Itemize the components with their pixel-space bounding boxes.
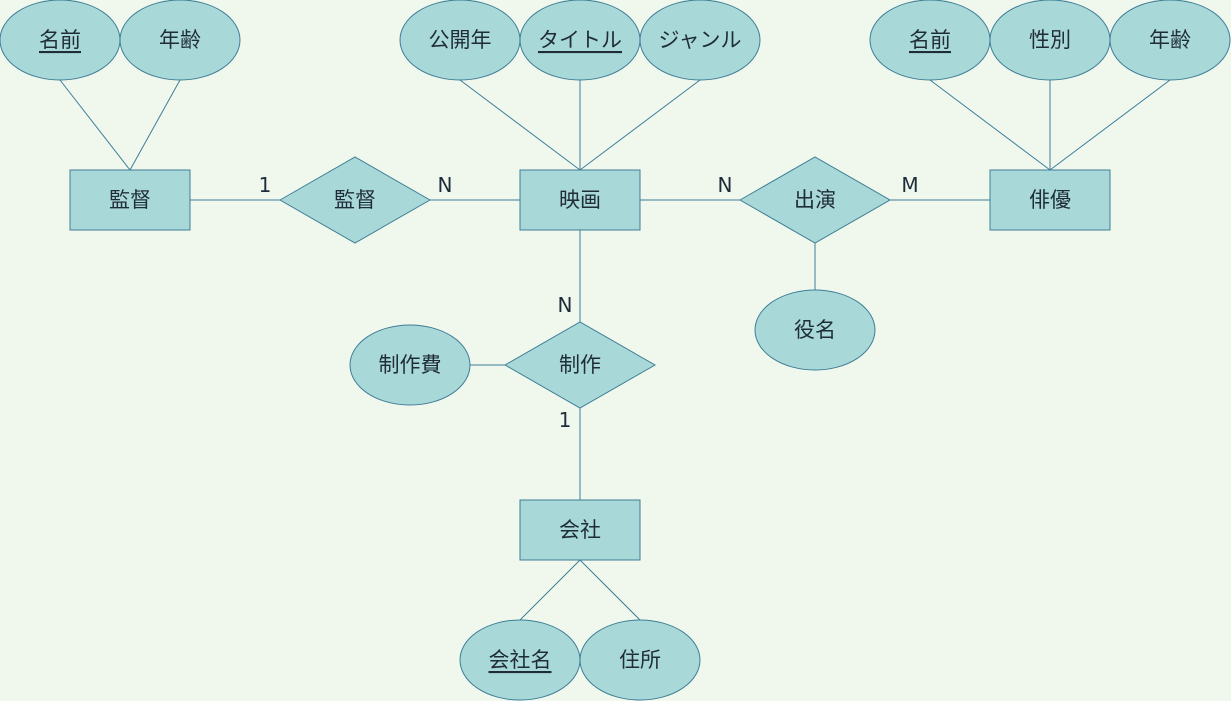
line-movie-genre — [579, 79, 701, 171]
cardinality-movie-directs: N — [438, 173, 453, 197]
cardinality-actor: M — [901, 173, 918, 197]
relationship-produces: 制作 — [503, 321, 657, 409]
line-actor-age — [1049, 79, 1171, 171]
attribute-role-name: 役名 — [754, 289, 876, 371]
attribute-label: タイトル — [538, 28, 622, 52]
attribute-actor-gender: 性別 — [989, 0, 1111, 81]
relationship-appears: 出演 — [738, 156, 892, 244]
cardinality-movie-appears: N — [718, 173, 733, 197]
attribute-actor-name: 名前 — [869, 0, 991, 81]
relationship-label: 制作 — [559, 353, 601, 377]
entity-label: 監督 — [109, 188, 151, 212]
cardinality-company: 1 — [559, 408, 572, 432]
cardinality-director: 1 — [259, 173, 272, 197]
entity-movie: 映画 — [519, 169, 641, 231]
attribute-label: 公開年 — [429, 28, 492, 52]
attribute-label: ジャンル — [659, 28, 742, 52]
attribute-company-address: 住所 — [579, 619, 701, 701]
entity-label: 会社 — [559, 518, 601, 542]
attribute-director-name: 名前 — [0, 0, 121, 81]
entity-label: 俳優 — [1029, 188, 1071, 212]
attribute-label: 会社名 — [489, 648, 552, 672]
attribute-movie-release-year: 公開年 — [399, 0, 521, 81]
attribute-movie-title: タイトル — [519, 0, 641, 81]
line-company-address — [579, 559, 641, 621]
attribute-actor-age: 年齢 — [1109, 0, 1231, 81]
entity-company: 会社 — [519, 499, 641, 561]
line-actor-name — [929, 79, 1051, 171]
attribute-movie-genre: ジャンル — [639, 0, 761, 81]
cardinality-movie-produces: N — [558, 293, 573, 317]
attribute-label: 年齢 — [1149, 28, 1191, 52]
attribute-director-age: 年齢 — [119, 0, 241, 81]
relationship-directs: 監督 — [278, 156, 432, 244]
line-director-name — [59, 79, 131, 171]
relationship-label: 出演 — [794, 188, 836, 212]
attribute-label: 名前 — [39, 28, 81, 52]
attribute-production-cost: 制作費 — [349, 324, 471, 406]
line-director-age — [129, 79, 181, 171]
connector-lines — [59, 79, 1171, 621]
attribute-label: 性別 — [1029, 28, 1071, 52]
entity-label: 映画 — [559, 188, 601, 212]
line-movie-year — [459, 79, 581, 171]
entity-director: 監督 — [69, 169, 191, 231]
attribute-label: 年齢 — [159, 28, 201, 52]
attribute-label: 役名 — [794, 318, 836, 342]
relationship-label: 監督 — [334, 188, 376, 212]
entity-actor: 俳優 — [989, 169, 1111, 231]
line-company-name — [519, 559, 581, 621]
attribute-label: 名前 — [909, 28, 951, 52]
attribute-label: 住所 — [619, 648, 661, 672]
attribute-company-name: 会社名 — [459, 619, 581, 701]
attribute-label: 制作費 — [379, 353, 442, 377]
